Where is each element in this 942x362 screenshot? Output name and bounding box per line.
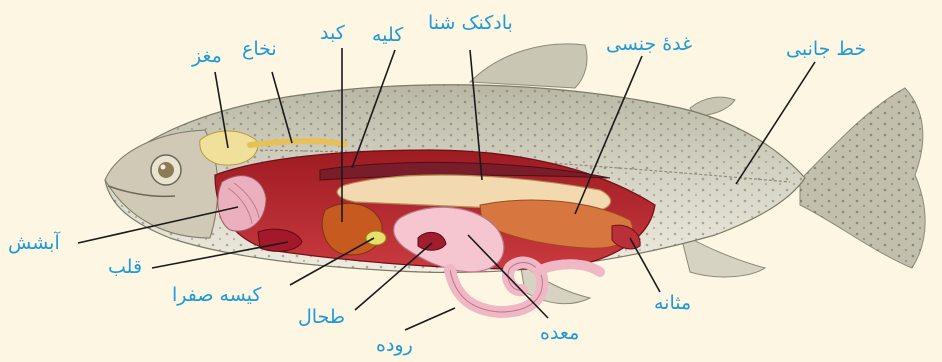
- label-brain: مغز: [192, 45, 222, 67]
- label-heart: قلب: [108, 256, 142, 278]
- gallbladder-organ: [366, 231, 386, 245]
- liver-organ: [322, 203, 382, 254]
- label-bladder: مثانه: [654, 292, 691, 314]
- label-gonad: غدهٔ جنسی: [606, 33, 692, 55]
- label-spinal-cord: نخاع: [242, 38, 277, 60]
- brain-organ: [200, 131, 258, 165]
- label-liver: کبد: [320, 22, 345, 44]
- label-gallbladder: کیسه صفرا: [172, 284, 261, 306]
- leader-intestine: [405, 308, 455, 330]
- label-kidney: کلیه: [372, 24, 403, 46]
- label-swim-bladder: بادکنک شنا: [428, 12, 513, 34]
- label-intestine: روده: [376, 334, 413, 356]
- label-spleen: طحال: [298, 306, 345, 328]
- tail-fin-spots: [800, 88, 925, 268]
- label-lateral-line: خط جانبی: [786, 38, 866, 60]
- dorsal-fin: [470, 44, 587, 88]
- label-gills: آبشش: [8, 232, 60, 254]
- label-stomach: معده: [540, 322, 579, 344]
